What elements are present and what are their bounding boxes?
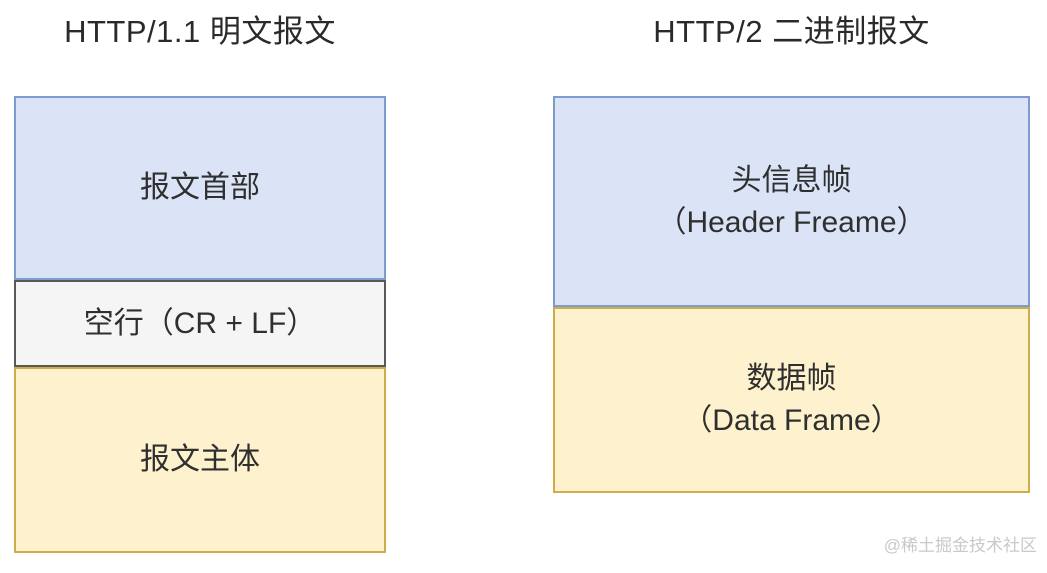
http2-header-frame-label-en: （Header Freame） [656,205,927,239]
juejin-watermark: @稀土掘金技术社区 [883,536,1037,555]
http2-data-frame-label-en: （Data Frame） [682,404,901,437]
http2-header-frame-label-cn: 头信息帧 [731,163,852,197]
http1-title: HTTP/1.1 明文报文 [64,14,336,49]
http2-title: HTTP/2 二进制报文 [653,14,930,49]
http2-data-frame-label-cn: 数据帧 [746,362,837,395]
http1-blank-line-box: 空行（CR + LF） [14,280,386,367]
http1-body-box: 报文主体 [14,367,386,553]
http2-header-frame-box: 头信息帧 （Header Freame） [553,96,1030,307]
http2-data-frame-box: 数据帧 （Data Frame） [553,307,1030,493]
http1-blank-line-label: 空行（CR + LF） [83,306,317,340]
http1-body-label: 报文主体 [140,443,260,476]
http1-header-box: 报文首部 [14,96,386,280]
http1-header-label: 报文首部 [140,171,260,204]
